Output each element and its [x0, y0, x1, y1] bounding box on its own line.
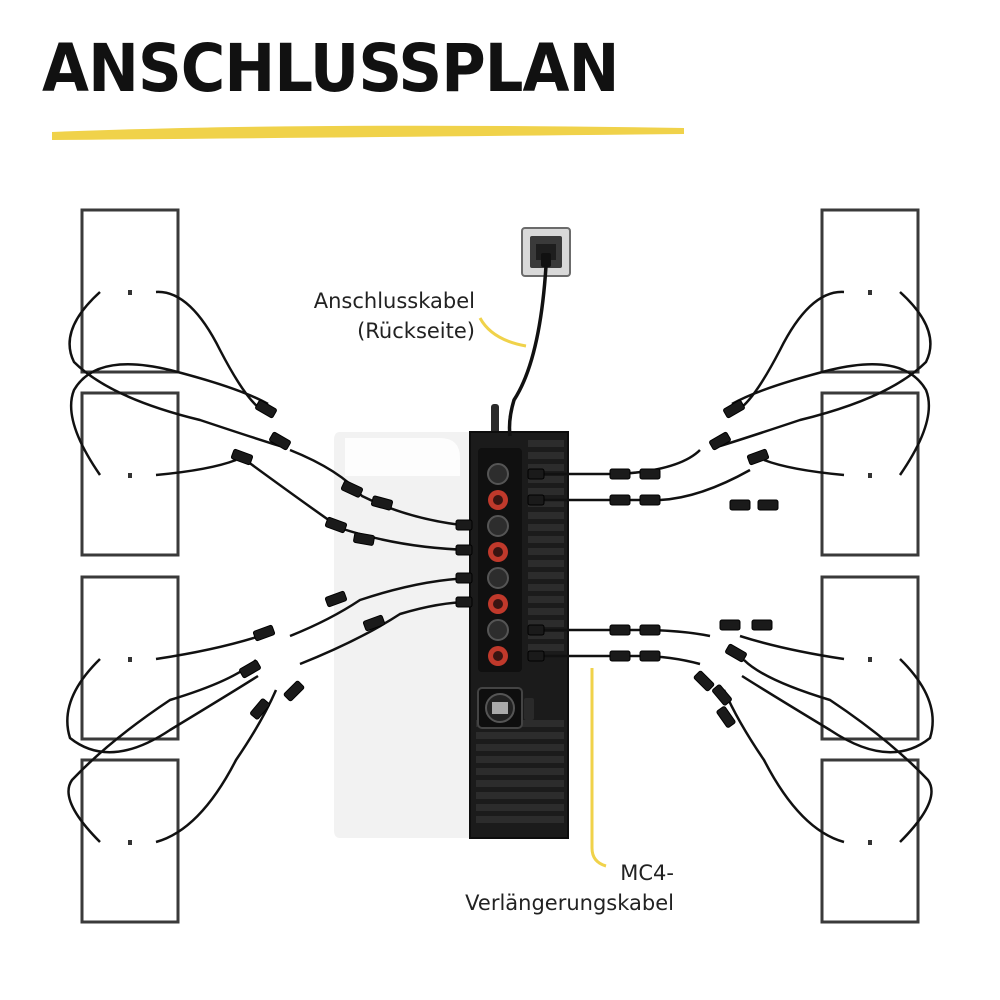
connection-cable	[507, 265, 548, 437]
title-underline	[52, 125, 684, 140]
pv-ports	[487, 463, 509, 666]
solar-panels-right	[820, 208, 920, 924]
mc4-pointer	[590, 668, 607, 868]
connection-cable-label-line2: (Rückseite)	[357, 319, 475, 343]
cable-pointer	[478, 317, 527, 348]
connection-cable-label: Anschlusskabel (Rückseite)	[314, 286, 475, 346]
junction-boxes	[128, 290, 872, 845]
antenna	[491, 404, 499, 438]
wall-socket-icon	[521, 227, 571, 277]
mc4-cable-label-line1: MC4-	[620, 861, 674, 885]
mc4-connector-icon	[230, 399, 779, 728]
mc4-cable-label: MC4- Verlängerungskabel	[465, 858, 674, 918]
ethernet-port-icon	[477, 687, 534, 729]
solar-panels-left	[80, 208, 180, 924]
mc4-cable-label-line2: Verlängerungskabel	[465, 891, 674, 915]
page-title: ANSCHLUSSPLAN	[42, 30, 619, 107]
connection-cable-label-line1: Anschlusskabel	[313, 289, 475, 313]
